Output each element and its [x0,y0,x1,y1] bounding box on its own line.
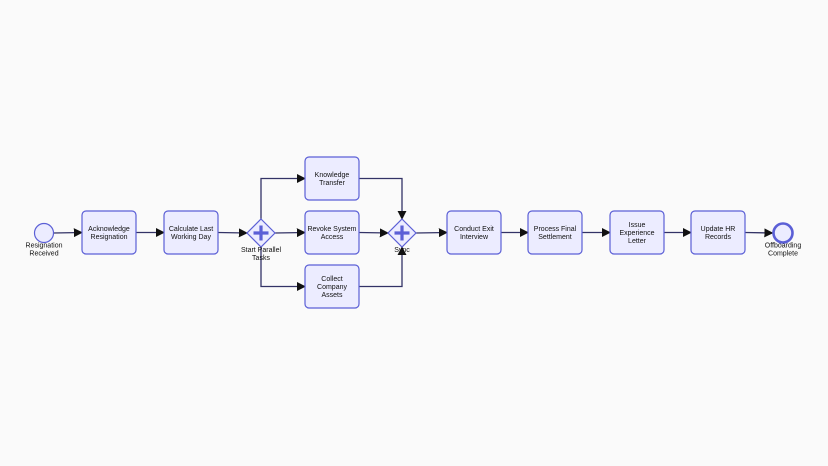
start-label-line: Received [29,251,58,258]
task-letter[interactable] [609,210,665,255]
letter-label-line: Experience [619,230,654,237]
edge-start-to-ack [53,228,83,238]
edge-knowledge-to-sync [359,177,407,220]
edge-hr-to-end [744,228,774,238]
fork-label-line: Start Parallel [241,247,282,254]
hr-label-line: Update HR [701,226,736,233]
nodes [33,156,794,309]
edge-fork-to-assets [260,247,306,292]
task-knowledge[interactable] [304,156,360,201]
end-label-line: Complete [768,251,798,258]
edge-calc-to-fork [217,228,248,238]
task-exit[interactable] [446,210,502,255]
edge-sync-to-exit [415,228,448,238]
parallel-plus-icon [394,225,410,241]
revoke-label-line: Revoke System [307,226,356,233]
end-event-circle[interactable] [772,222,794,244]
end-label-line: Offboarding [765,243,802,250]
task-assets[interactable] [304,264,360,309]
letter-label-line: Letter [628,238,647,245]
edges [53,173,774,292]
task-settle[interactable] [527,210,583,255]
revoke-label-line: Access [321,234,344,241]
task-hr[interactable] [690,210,746,255]
settle-label-line: Process Final [534,226,577,233]
edge-revoke-to-sync [358,228,389,238]
exit-label-line: Conduct Exit [454,226,494,233]
settle-label-line: Settlement [538,234,572,241]
fork-label-line: Tasks [252,255,270,262]
assets-label-line: Collect [321,276,342,283]
edge-assets-to-sync [359,246,407,288]
assets-label-line: Assets [321,292,343,299]
parallel-plus-icon [253,225,269,241]
start-event-circle[interactable] [33,222,55,244]
ack-label-line: Resignation [91,234,128,241]
assets-label-line: Company [317,284,347,291]
knowledge-label-line: Knowledge [315,172,350,179]
task-revoke[interactable] [304,210,360,255]
exit-label-line: Interview [460,234,489,241]
task-calc[interactable] [163,210,219,255]
calc-label-line: Calculate Last [169,226,213,233]
sync-label: Sync [394,247,410,254]
ack-label-line: Acknowledge [88,226,130,233]
hr-label-line: Records [705,234,732,241]
edge-fork-to-knowledge [260,173,306,219]
task-ack[interactable] [81,210,137,255]
knowledge-label-line: Transfer [319,180,345,187]
letter-label-line: Issue [629,222,646,229]
calc-label-line: Working Day [171,234,211,241]
start-label-line: Resignation [26,243,63,250]
sync-label-line: Sync [394,247,410,254]
edge-fork-to-revoke [274,228,306,238]
